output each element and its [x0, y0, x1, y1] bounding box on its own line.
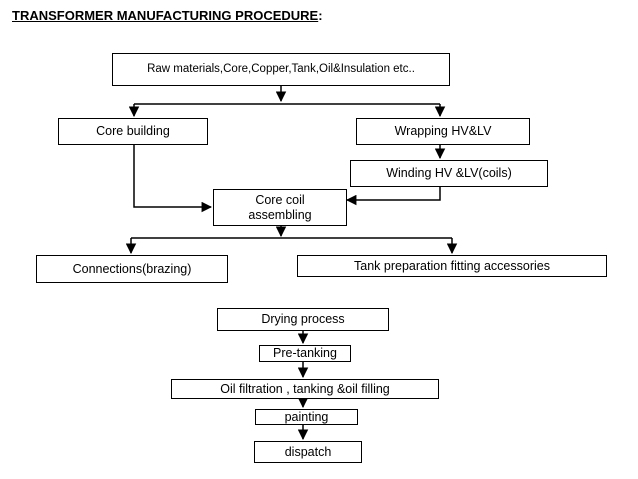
connections-box: Connections(brazing): [36, 255, 228, 283]
arrow-core-to-assembling: [133, 145, 213, 213]
arrow-winding-to-assembling: [345, 187, 441, 206]
oil-filtration-box: Oil filtration , tanking &oil filling: [171, 379, 439, 399]
painting-label: painting: [284, 409, 329, 424]
pre-tanking-label: Pre-tanking: [273, 346, 337, 360]
raw-materials-label: Raw materials,Core,Copper,Tank,Oil&Insul…: [147, 62, 415, 75]
title-colon: :: [318, 8, 323, 23]
core-building-label: Core building: [96, 124, 170, 138]
winding-label: Winding HV &LV(coils): [386, 166, 512, 180]
tank-preparation-box: Tank preparation fitting accessories: [297, 255, 607, 277]
oil-filtration-label: Oil filtration , tanking &oil filling: [220, 381, 390, 396]
pre-tanking-box: Pre-tanking: [259, 345, 351, 362]
dispatch-box: dispatch: [254, 441, 362, 463]
tank-preparation-label: Tank preparation fitting accessories: [354, 258, 550, 273]
wrapping-label: Wrapping HV&LV: [394, 124, 492, 138]
core-building-box: Core building: [58, 118, 208, 145]
connections-label: Connections(brazing): [72, 261, 192, 276]
core-coil-assembling-box: Core coil assembling: [213, 189, 347, 226]
winding-box: Winding HV &LV(coils): [350, 160, 548, 187]
raw-materials-box: Raw materials,Core,Copper,Tank,Oil&Insul…: [112, 53, 450, 86]
wrapping-box: Wrapping HV&LV: [356, 118, 530, 145]
painting-box: painting: [255, 409, 358, 425]
drying-process-box: Drying process: [217, 308, 389, 331]
page-title: TRANSFORMER MANUFACTURING PROCEDURE:: [12, 8, 323, 23]
title-text: TRANSFORMER MANUFACTURING PROCEDURE: [12, 8, 319, 23]
drying-process-label: Drying process: [261, 312, 345, 326]
dispatch-label: dispatch: [284, 444, 332, 459]
core-coil-assembling-label: Core coil assembling: [248, 192, 312, 222]
